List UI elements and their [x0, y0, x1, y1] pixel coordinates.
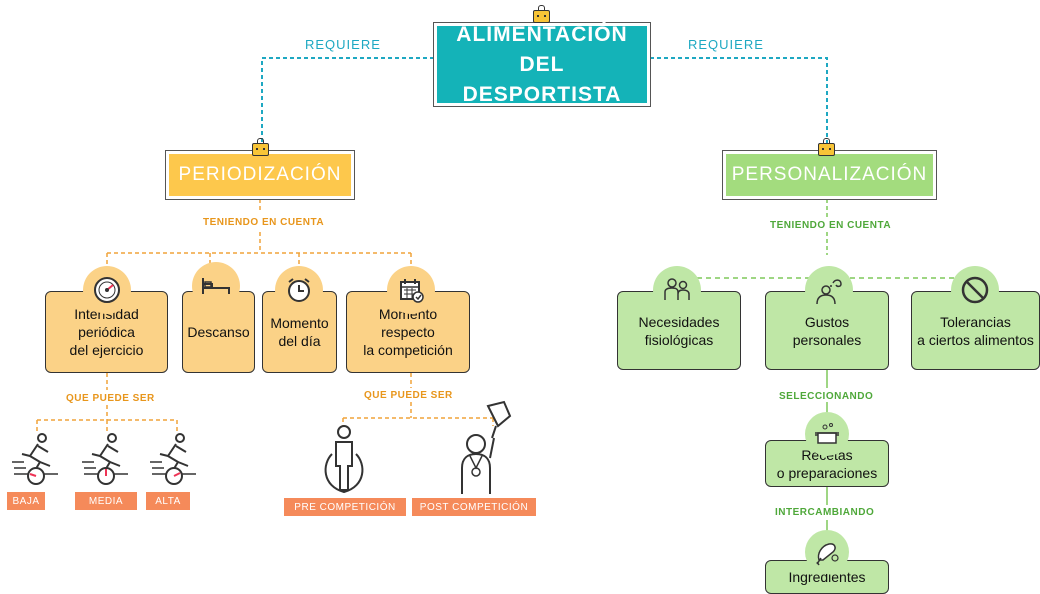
bed-icon: [192, 262, 240, 310]
level-tag-medium: MEDIA: [75, 492, 137, 510]
people-icon: [653, 266, 701, 314]
alarm-clock-icon: [275, 266, 323, 314]
lock-icon: [252, 138, 269, 156]
runner-medium-icon: [82, 433, 128, 485]
level-tag-low: BAJA: [7, 492, 45, 510]
link-label-left: REQUIERE: [305, 37, 381, 52]
periodizacion-node[interactable]: PERIODIZACIÓN: [166, 151, 354, 199]
intensity-box[interactable]: Intensidad periódica del ejercicio: [45, 291, 168, 373]
runner-high-icon: [150, 433, 196, 485]
personalizacion-connector: TENIENDO EN CUENTA: [770, 220, 892, 231]
rest-label: Descanso: [187, 324, 250, 340]
root-title-line1: ALIMENTACIÓN: [456, 22, 628, 46]
recipes-line2: o preparaciones: [776, 464, 878, 481]
needs-line2: fisiológicas: [644, 331, 714, 348]
intensity-line2: periódica: [78, 324, 135, 340]
pre-competition-tag: PRE COMPETICIÓN: [284, 498, 406, 516]
trophy-winner-icon: [461, 400, 512, 494]
runner-low-icon: [12, 433, 58, 485]
tolerances-line2: a ciertos alimentos: [917, 331, 1034, 348]
jump-rope-person-icon: [324, 425, 364, 494]
personalizacion-title: PERSONALIZACIÓN: [731, 164, 928, 185]
needs-line1: Necesidades: [638, 313, 720, 330]
post-competition-tag: POST COMPETICIÓN: [412, 498, 536, 516]
competition-line3: la competición: [363, 342, 453, 358]
prohibited-icon: [951, 266, 999, 314]
root-title-line2: DEL DESPORTISTA: [462, 52, 622, 106]
periodizacion-title: PERIODIZACIÓN: [178, 164, 342, 185]
intensity-line3: del ejercicio: [69, 342, 144, 358]
tolerances-line1: Tolerancias: [940, 313, 1011, 330]
link-label-right: REQUIERE: [688, 37, 764, 52]
calendar-icon: [387, 266, 435, 314]
moment-connector: QUE PUEDE SER: [364, 390, 453, 401]
intensity-connector: QUE PUEDE SER: [66, 393, 155, 404]
cooking-pot-icon: [805, 412, 849, 456]
ingredients-label: Ingredientes: [788, 569, 866, 585]
time-of-day-box[interactable]: Momento del día: [262, 291, 337, 373]
intensity-line1: Intensidad: [74, 306, 139, 322]
tastes-line1: Gustos: [804, 313, 850, 330]
personalizacion-node[interactable]: PERSONALIZACIÓN: [723, 151, 936, 199]
time-of-day-line1: Momento: [270, 315, 329, 331]
thinking-person-icon: [805, 266, 853, 314]
lock-icon: [818, 138, 835, 156]
root-node[interactable]: ALIMENTACIÓN DEL DESPORTISTA: [434, 23, 650, 106]
chicken-leg-icon: [805, 530, 849, 574]
level-tag-high: ALTA: [146, 492, 190, 510]
periodizacion-connector: TENIENDO EN CUENTA: [203, 217, 325, 228]
select-connector: SELECCIONANDO: [779, 391, 874, 402]
tastes-line2: personales: [792, 331, 862, 348]
exchange-connector: INTERCAMBIANDO: [775, 507, 875, 518]
speedometer-icon: [83, 266, 131, 314]
lock-icon: [533, 5, 550, 23]
time-of-day-line2: del día: [278, 333, 321, 349]
competition-line2: respecto: [381, 324, 435, 340]
